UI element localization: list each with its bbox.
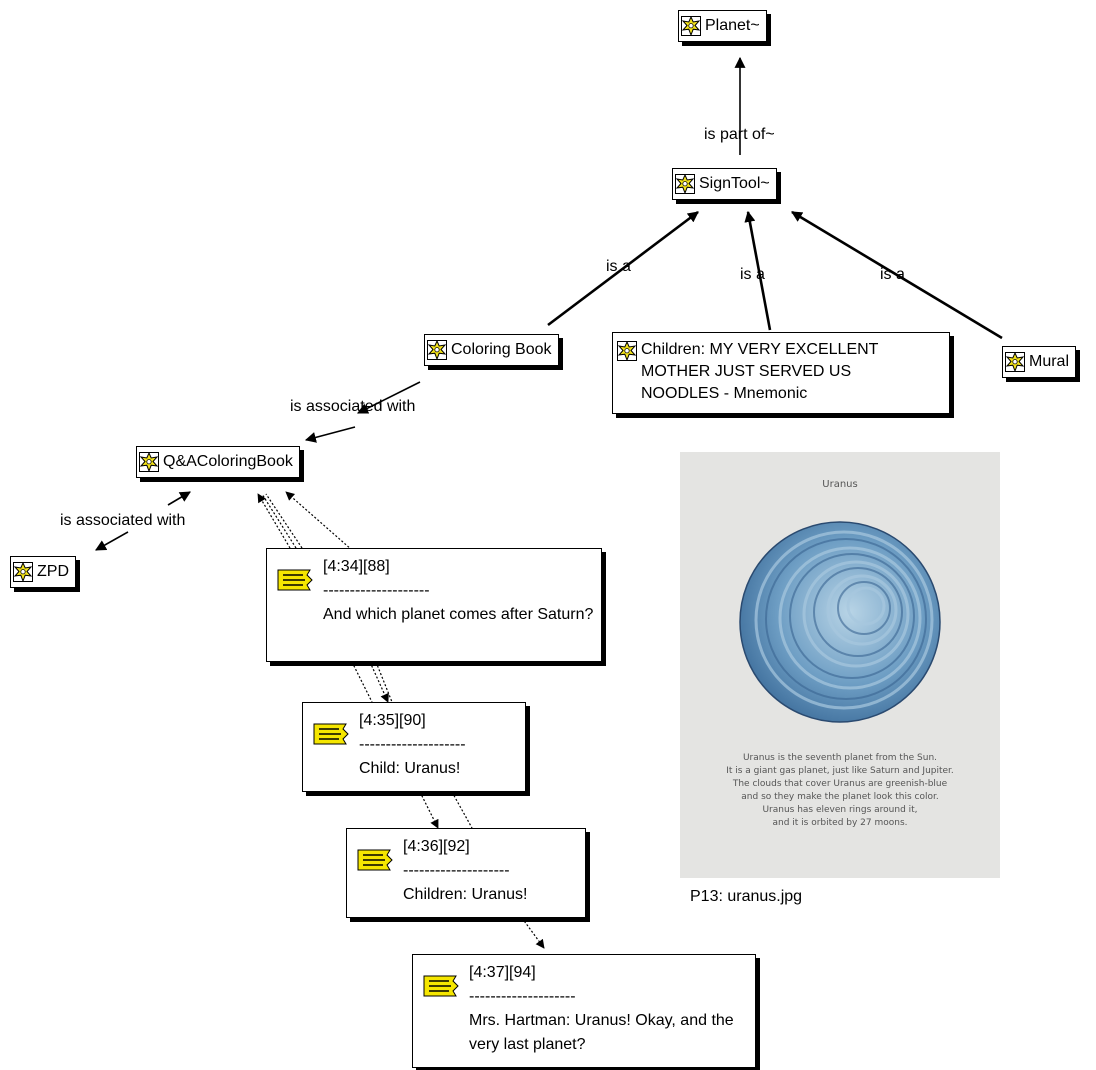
image-title-text: Uranus bbox=[822, 479, 858, 490]
quotation-body: [4:37][94] -------------------- Mrs. Har… bbox=[469, 961, 749, 1057]
edge-qa-coloringbook-a bbox=[357, 381, 421, 414]
uranus-image[interactable]: Uranus Uranus is the seventh planet from… bbox=[680, 452, 1000, 878]
quotation-ref: [4:34][88] bbox=[323, 558, 390, 575]
code-icon bbox=[681, 16, 701, 36]
code-node-planet[interactable]: Planet~ bbox=[678, 10, 767, 42]
code-node-qa-coloring-book[interactable]: Q&AColoringBook bbox=[136, 446, 300, 478]
code-node-coloring-book[interactable]: Coloring Book bbox=[424, 334, 559, 366]
code-node-signtool[interactable]: SignTool~ bbox=[672, 168, 777, 200]
quotation-text: Child: Uranus! bbox=[359, 760, 461, 777]
quotation-ref: [4:37][94] bbox=[469, 964, 536, 981]
code-node-zpd[interactable]: ZPD bbox=[10, 556, 76, 588]
quotation-text: Mrs. Hartman: Uranus! Okay, and the very… bbox=[469, 1012, 734, 1053]
edge-q2-q3-b bbox=[451, 791, 473, 829]
relation-label-is-associated-with: is associated with bbox=[290, 398, 416, 415]
image-body-line: Uranus has eleven rings around it, bbox=[762, 805, 918, 815]
quotation-icon bbox=[423, 975, 459, 997]
quotation-node-4-35[interactable]: [4:35][90] -------------------- Child: U… bbox=[302, 702, 526, 792]
edge-qa-zpd-a bbox=[167, 491, 191, 506]
quotation-body: [4:35][90] -------------------- Child: U… bbox=[359, 709, 466, 781]
code-node-mural[interactable]: Mural bbox=[1002, 346, 1077, 378]
planet-illustration bbox=[739, 521, 941, 723]
edge-q1-qa bbox=[257, 493, 291, 549]
edge-qa-coloringbook-b bbox=[304, 426, 356, 443]
code-icon bbox=[675, 174, 695, 194]
edge-q1-q2-c bbox=[375, 661, 393, 703]
quotation-separator: -------------------- bbox=[359, 736, 466, 753]
code-icon bbox=[13, 562, 33, 582]
code-icon bbox=[617, 341, 637, 361]
relation-label-is-a: is a bbox=[740, 266, 765, 283]
code-icon bbox=[1005, 352, 1025, 372]
quotation-node-4-36[interactable]: [4:36][92] -------------------- Children… bbox=[346, 828, 586, 918]
edge-qa-zpd-b bbox=[95, 531, 129, 551]
quotation-separator: -------------------- bbox=[403, 862, 510, 879]
code-label: SignTool~ bbox=[699, 175, 770, 192]
code-label: Q&AColoringBook bbox=[163, 453, 293, 470]
code-label-multiline: Children: MY VERY EXCELLENT MOTHER JUST … bbox=[641, 339, 878, 405]
relation-label-is-associated-with: is associated with bbox=[60, 512, 186, 529]
code-icon bbox=[427, 340, 447, 360]
quotation-node-4-37[interactable]: [4:37][94] -------------------- Mrs. Har… bbox=[412, 954, 756, 1068]
quotation-ref: [4:35][90] bbox=[359, 712, 426, 729]
code-node-children-mnemonic[interactable]: Children: MY VERY EXCELLENT MOTHER JUST … bbox=[612, 332, 950, 414]
image-body-line: and it is orbited by 27 moons. bbox=[772, 818, 908, 828]
quotation-separator: -------------------- bbox=[323, 582, 430, 599]
edge-q1-q2-b bbox=[369, 661, 389, 703]
quotation-body: [4:36][92] -------------------- Children… bbox=[403, 835, 528, 907]
relation-label-is-part-of: is part of~ bbox=[704, 126, 775, 143]
edge-q3-q4 bbox=[521, 917, 545, 949]
code-label: Mural bbox=[1029, 353, 1070, 370]
edge-q3-qa bbox=[265, 493, 303, 549]
code-label-line: MOTHER JUST SERVED US bbox=[641, 363, 852, 380]
image-body-line: Uranus is the seventh planet from the Su… bbox=[742, 753, 938, 763]
edge-q1-q2-a bbox=[351, 661, 373, 703]
code-icon bbox=[139, 452, 159, 472]
relation-label-is-a: is a bbox=[880, 266, 905, 283]
image-caption: P13: uranus.jpg bbox=[690, 888, 803, 905]
quotation-icon bbox=[357, 849, 393, 871]
code-label: Planet~ bbox=[705, 17, 760, 34]
quotation-ref: [4:36][92] bbox=[403, 838, 470, 855]
quotation-node-4-34[interactable]: [4:34][88] -------------------- And whic… bbox=[266, 548, 602, 662]
edge-q4-qa bbox=[285, 491, 353, 551]
image-body-line: and so they make the planet look this co… bbox=[741, 792, 939, 802]
quotation-icon bbox=[313, 723, 349, 745]
edge-coloringbook-signtool bbox=[547, 210, 699, 327]
edge-q2-qa bbox=[261, 493, 297, 549]
quotation-body: [4:34][88] -------------------- And whic… bbox=[323, 555, 593, 627]
edge-mural-signtool bbox=[791, 210, 1003, 340]
code-label: Coloring Book bbox=[451, 341, 552, 358]
quotation-icon bbox=[277, 569, 313, 591]
code-label-line: Children: MY VERY EXCELLENT bbox=[641, 341, 879, 358]
quotation-text: Children: Uranus! bbox=[403, 886, 528, 903]
quotation-text: And which planet comes after Saturn? bbox=[323, 606, 594, 623]
code-label-line: NOODLES - Mnemonic bbox=[641, 385, 808, 402]
relation-label-is-a: is a bbox=[606, 258, 631, 275]
image-body-line: It is a giant gas planet, just like Satu… bbox=[726, 766, 954, 776]
quotation-separator: -------------------- bbox=[469, 988, 576, 1005]
edge-children-signtool bbox=[744, 210, 772, 331]
code-label: ZPD bbox=[37, 563, 69, 580]
image-body-line: The clouds that cover Uranus are greenis… bbox=[732, 779, 948, 789]
edge-q2-q3-a bbox=[419, 791, 439, 829]
